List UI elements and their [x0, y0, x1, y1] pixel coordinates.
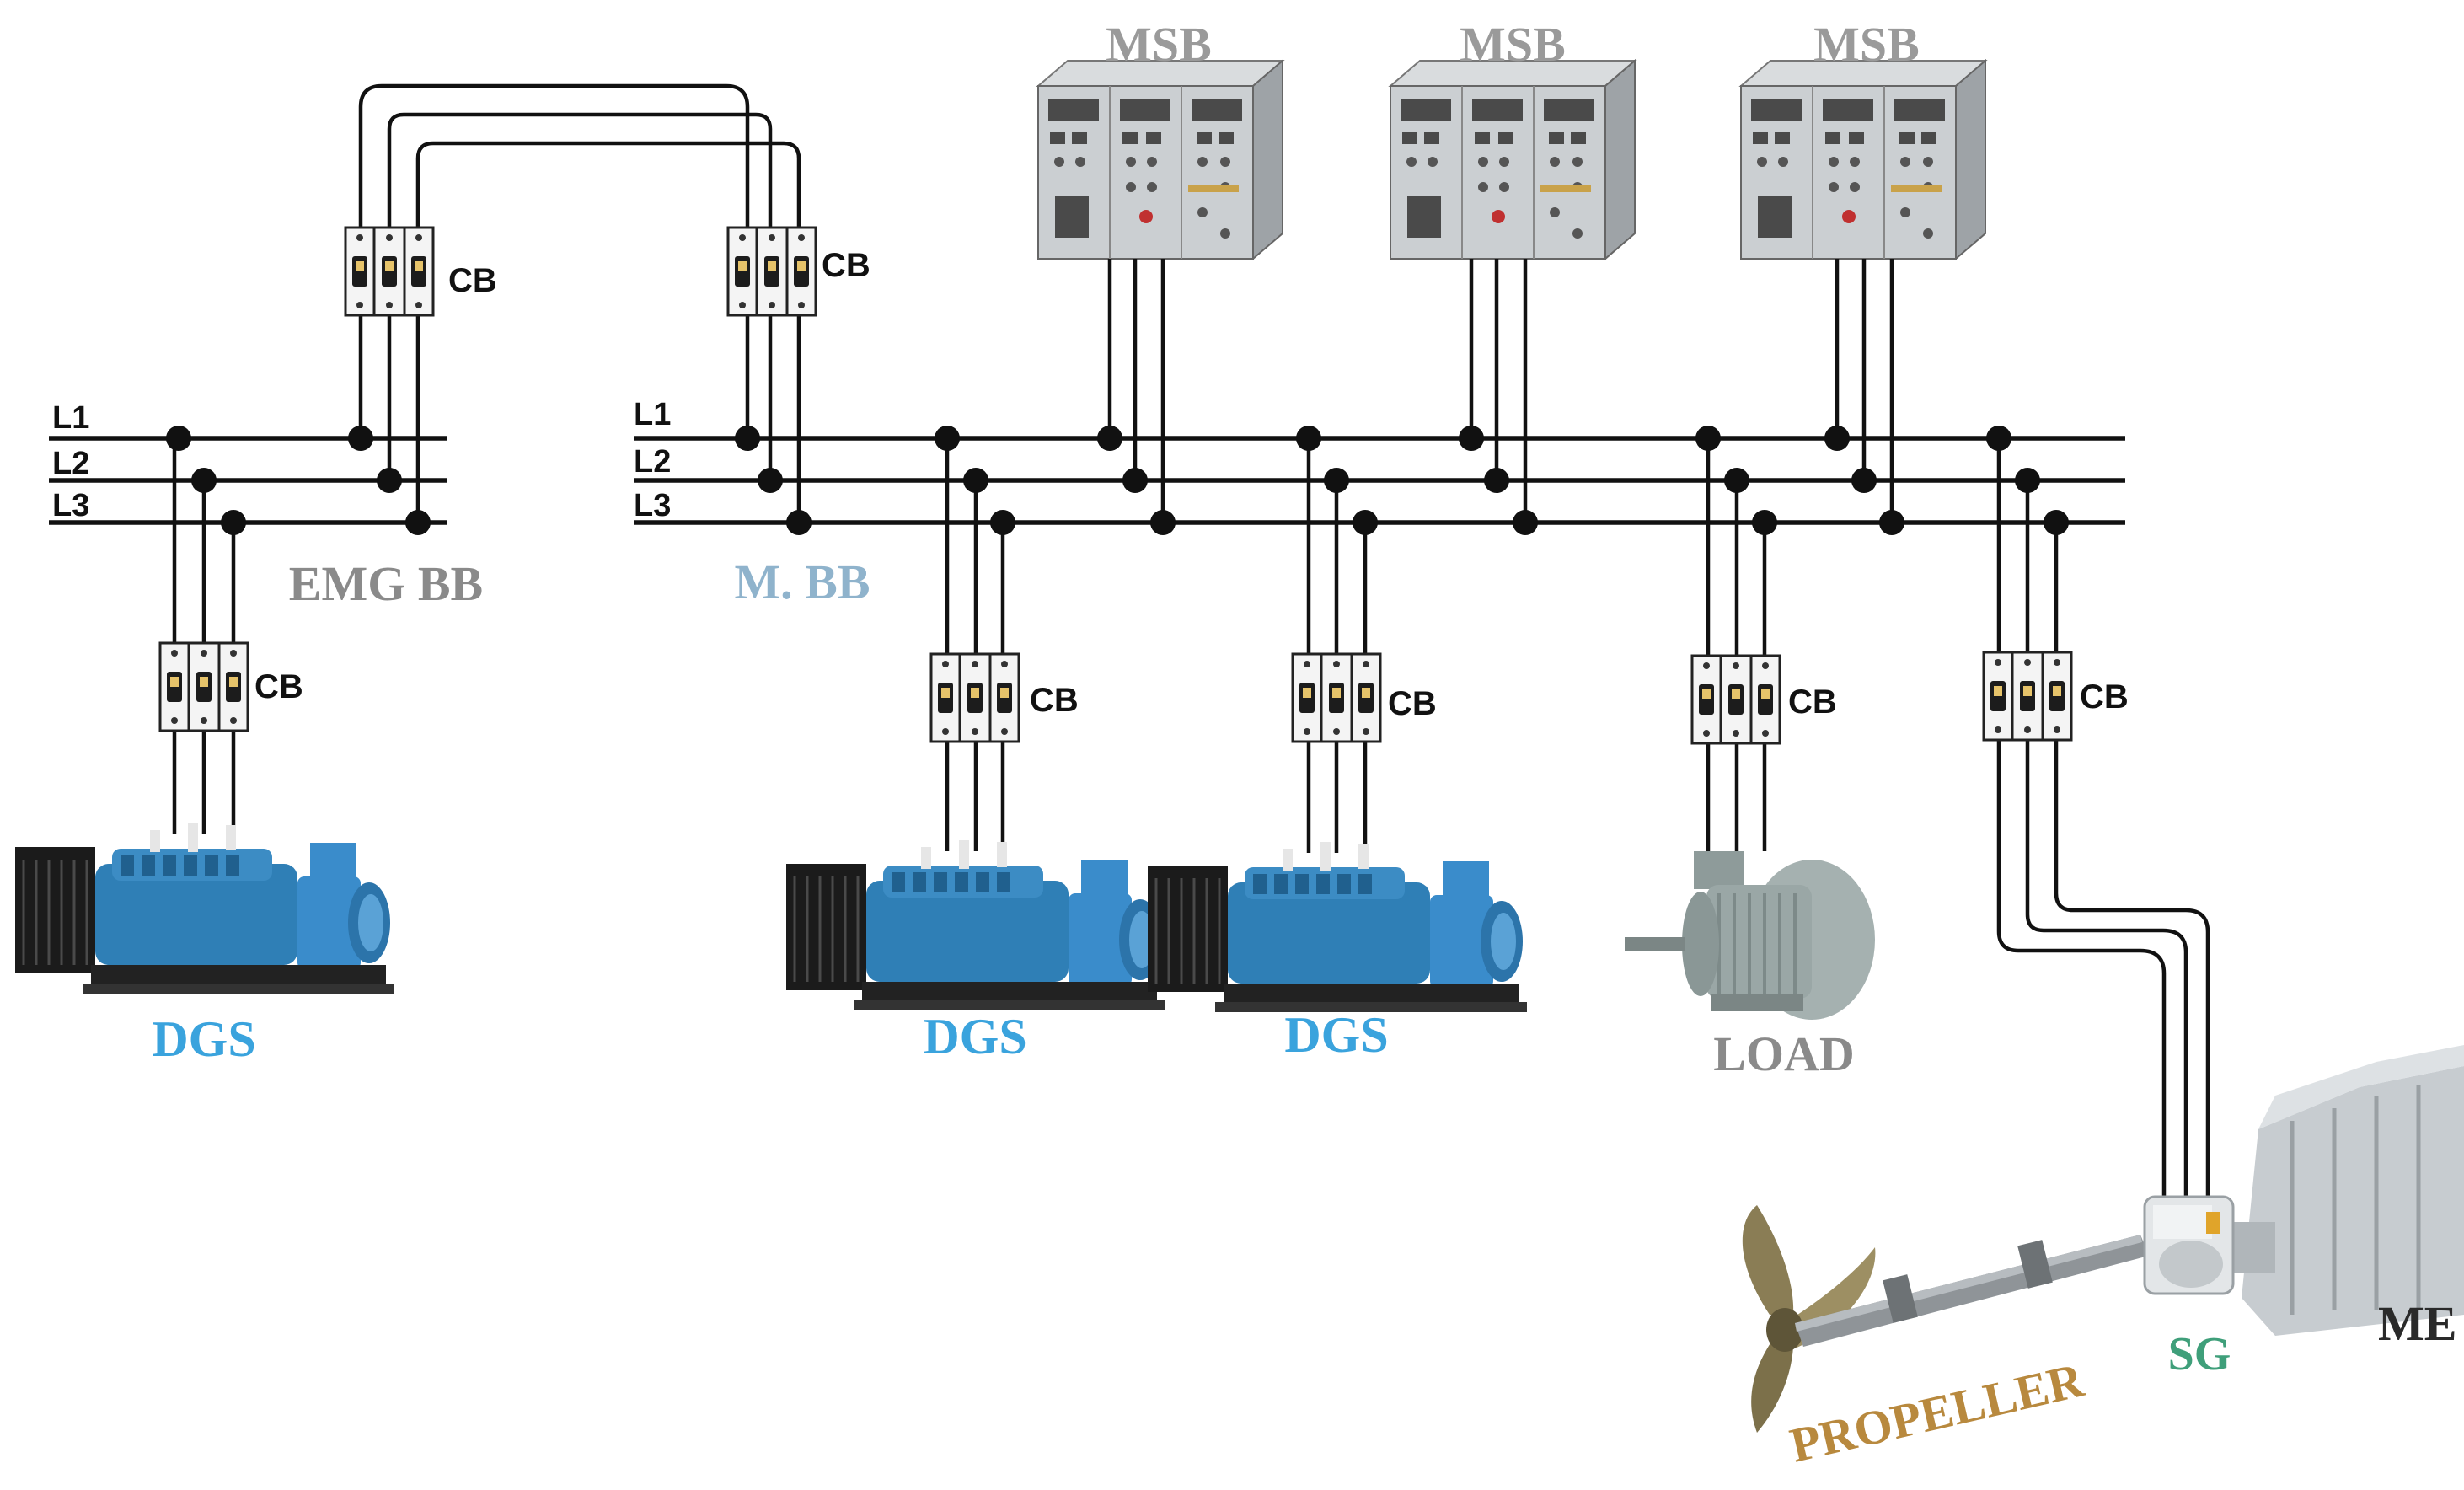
cb-label: CB [1030, 682, 1079, 719]
shaft-generator-icon [2143, 1195, 2235, 1295]
bus-label-l3: L3 [634, 488, 671, 523]
cb-label: CB [1788, 683, 1837, 721]
main-bb-label: M. BB [734, 555, 870, 609]
diesel-generator-icon [785, 839, 1167, 1012]
main-engine-icon [2225, 1045, 2464, 1336]
emg-bb-label: EMG BB [289, 556, 483, 611]
propeller-label: PROPELLER [1785, 1352, 2089, 1472]
switchboard-cabinet-icon [1740, 60, 1986, 260]
bus-label-l1: L1 [52, 400, 89, 436]
dgs-label: DGS [152, 1011, 255, 1067]
cb-label: CB [1388, 685, 1437, 722]
bus-label-l1: L1 [634, 397, 671, 432]
three-pole-breaker-icon [344, 226, 435, 317]
cb-label: CB [822, 247, 870, 284]
msb-label: MSB [1813, 17, 1920, 72]
three-pole-breaker-icon [1291, 652, 1382, 743]
diesel-generator-icon [1146, 840, 1529, 1014]
diesel-generator-icon [13, 822, 396, 995]
bus-label-l2: L2 [634, 444, 671, 480]
cb-label: CB [254, 668, 303, 705]
three-pole-breaker-icon [929, 652, 1020, 743]
propeller-shaft [1795, 1235, 2149, 1347]
msb-label: MSB [1106, 17, 1212, 72]
cb-label: CB [448, 262, 497, 299]
dgs-label: DGS [1284, 1007, 1388, 1063]
cb-label: CB [2080, 678, 2129, 716]
me-label: ME [2378, 1296, 2456, 1351]
electric-motor-icon [1625, 851, 1875, 1020]
switchboard-cabinet-icon [1390, 60, 1636, 260]
dgs-label: DGS [923, 1009, 1026, 1064]
three-pole-breaker-icon [1982, 651, 2073, 742]
bus-label-l3: L3 [52, 488, 89, 523]
switchboard-cabinet-icon [1037, 60, 1283, 260]
bus-label-l2: L2 [52, 446, 89, 481]
msb-label: MSB [1460, 17, 1566, 72]
three-pole-breaker-icon [158, 641, 249, 732]
sg-label: SG [2168, 1328, 2231, 1380]
wiring [49, 83, 2210, 1201]
three-pole-breaker-icon [726, 226, 817, 317]
load-label: LOAD [1713, 1026, 1855, 1081]
junction-dots [166, 426, 2069, 535]
three-pole-breaker-icon [1690, 654, 1781, 745]
